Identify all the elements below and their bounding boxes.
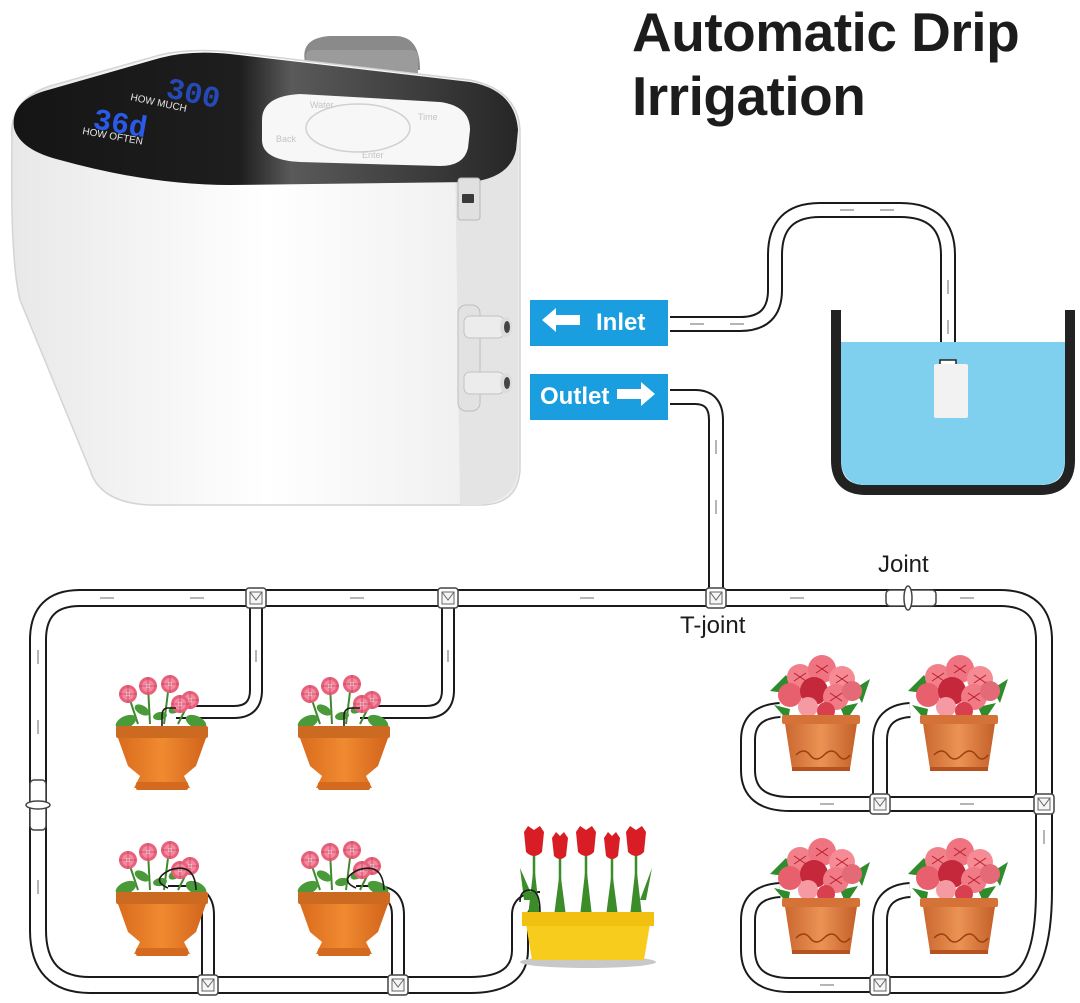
svg-text:Back: Back bbox=[276, 134, 297, 144]
plant-bush-2 bbox=[907, 654, 1009, 772]
outlet-label: Outlet bbox=[530, 374, 668, 420]
arrow-left-icon bbox=[542, 307, 580, 339]
t-joint-caption: T-joint bbox=[680, 612, 746, 639]
tubing bbox=[29, 202, 1053, 994]
outlet-label-text: Outlet bbox=[540, 383, 610, 410]
water-reservoir bbox=[831, 310, 1075, 495]
title-line-2: Irrigation bbox=[632, 65, 866, 127]
tulip-planter bbox=[519, 826, 656, 968]
straight-joint-left bbox=[25, 779, 51, 831]
plant-pot-1 bbox=[113, 675, 208, 790]
plant-pot-4 bbox=[295, 841, 390, 956]
drip-irrigation-device: Water Time Back Enter 300 HOW MUCH 36d H… bbox=[10, 36, 521, 506]
flow-arrows bbox=[37, 209, 1045, 986]
keypad-label-water: Water bbox=[310, 100, 334, 110]
inlet-label-text: Inlet bbox=[596, 309, 646, 336]
svg-text:Time: Time bbox=[418, 112, 438, 122]
plant-bush-4 bbox=[907, 837, 1009, 955]
arrow-right-icon bbox=[617, 381, 656, 413]
plant-pot-2 bbox=[295, 675, 390, 790]
joint-caption: Joint bbox=[878, 551, 929, 578]
plant-bush-1 bbox=[769, 654, 871, 772]
plant-pot-3 bbox=[113, 841, 208, 956]
page-title: Automatic Drip Irrigation bbox=[632, 0, 1072, 128]
inlet-port bbox=[463, 315, 512, 339]
connectors bbox=[25, 585, 1055, 996]
straight-joint bbox=[885, 585, 937, 611]
svg-text:Enter: Enter bbox=[362, 150, 384, 160]
inlet-label: Inlet bbox=[530, 300, 668, 346]
title-line-1: Automatic Drip bbox=[632, 1, 1020, 63]
plant-bush-3 bbox=[769, 837, 871, 955]
outlet-port bbox=[463, 371, 512, 395]
